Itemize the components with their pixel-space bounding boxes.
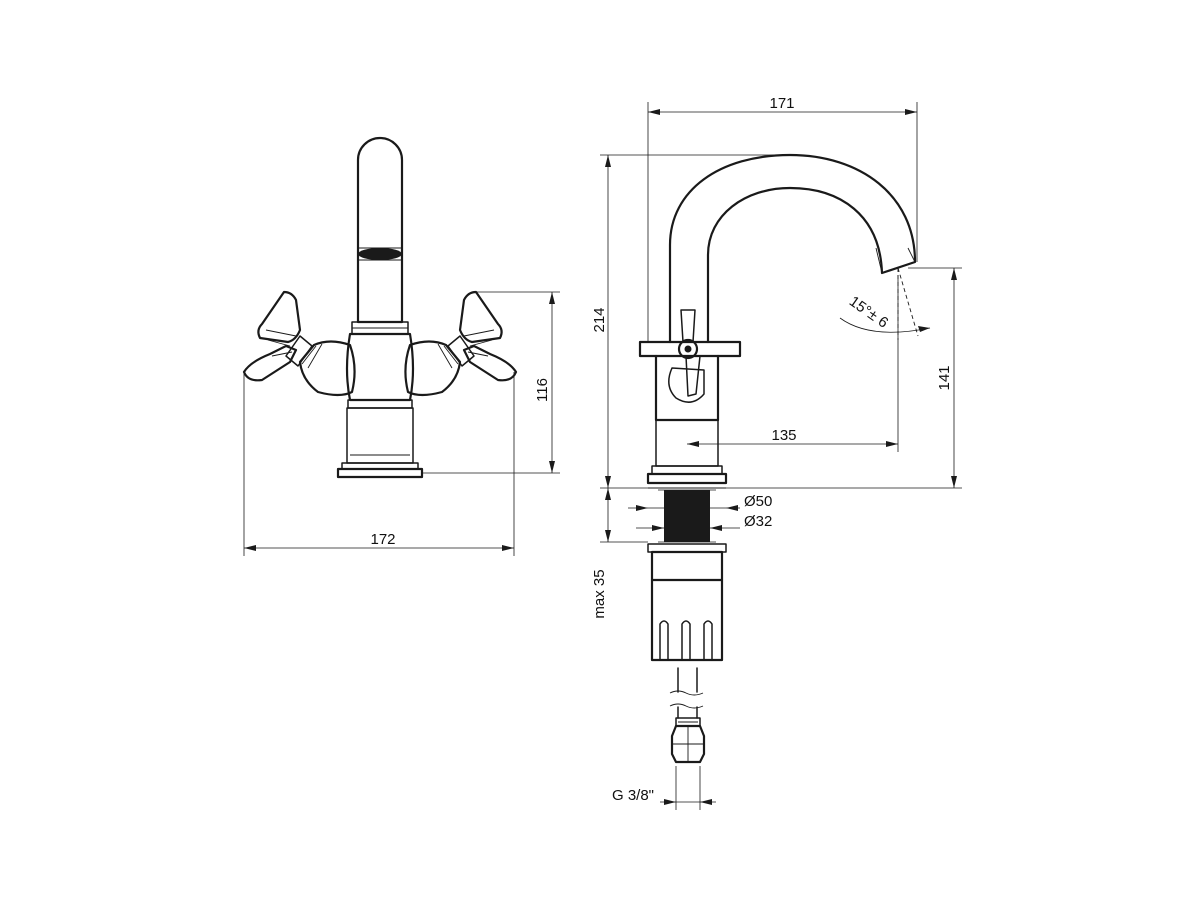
front-body — [345, 332, 415, 402]
dim-label-171: 171 — [769, 95, 794, 112]
dim-label-diameter-50: Ø50 — [744, 493, 772, 510]
side-view: 171 214 141 135 15°± 6 Ø50 — [591, 95, 962, 810]
dim-label-214: 214 — [591, 307, 608, 332]
side-column — [655, 419, 719, 467]
dim-label-172: 172 — [370, 531, 395, 548]
front-right-handle-upper — [458, 290, 503, 344]
front-spout-tube — [356, 136, 404, 324]
side-handle-stem — [680, 309, 696, 343]
front-left-valve — [298, 340, 356, 397]
front-spout-aerator — [358, 248, 402, 260]
side-base-plate — [646, 472, 728, 485]
dim-arc-angle — [839, 317, 931, 333]
dim-label-diameter-32: Ø32 — [744, 513, 772, 530]
dim-label-max-35: max 35 — [591, 569, 608, 618]
dim-label-connection: G 3/8" — [612, 787, 654, 804]
side-fixing-sleeve — [650, 578, 724, 662]
front-left-handle-upper — [257, 290, 302, 344]
front-right-valve — [404, 340, 462, 397]
dim-label-135: 135 — [771, 427, 796, 444]
side-threaded-shank — [664, 490, 710, 542]
front-right-handle-lower — [462, 344, 518, 382]
side-spout — [668, 153, 917, 344]
side-fixing-nut — [650, 550, 724, 582]
dim-label-141: 141 — [936, 365, 953, 390]
front-base-plate — [336, 467, 424, 479]
side-handle-hub — [677, 338, 699, 360]
dim-label-angle: 15°± 6 — [846, 293, 891, 332]
front-left-handle-lower — [242, 344, 298, 382]
side-hose-nut — [670, 724, 706, 764]
front-view: 172 116 — [242, 136, 560, 556]
dim-label-116: 116 — [534, 378, 551, 402]
